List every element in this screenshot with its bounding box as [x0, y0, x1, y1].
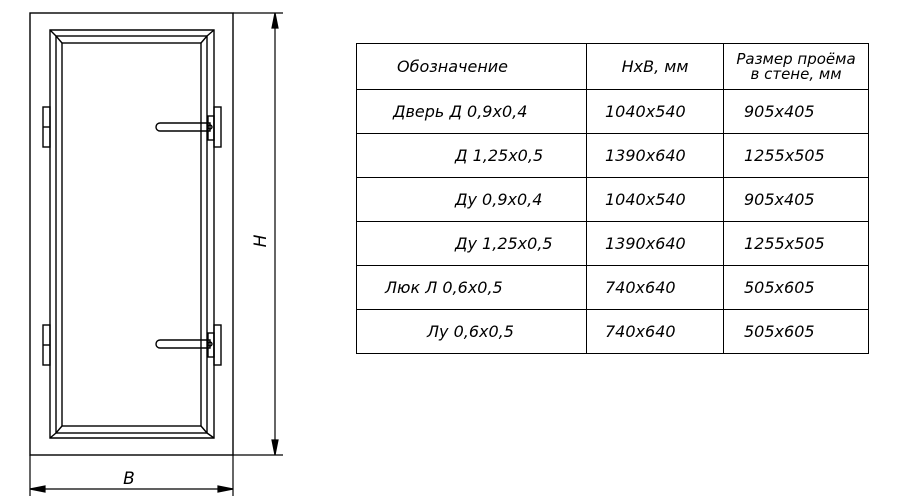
header-size: HxB, мм [586, 43, 724, 90]
door-leaf [55, 35, 208, 434]
header-opening: Размер проёма в стене, мм [723, 43, 869, 90]
cell-opening: 905x405 [723, 177, 869, 222]
cell-name: Д 1,25x0,5 [356, 133, 587, 178]
cell-size: 1390x640 [586, 133, 724, 178]
table-row: Д 1,25x0,5 1390x640 1255x505 [356, 133, 869, 178]
cell-name: Ду 1,25x0,5 [356, 221, 587, 266]
table-row: Ду 1,25x0,5 1390x640 1255x505 [356, 221, 869, 266]
cell-opening: 505x605 [723, 309, 869, 354]
table-row: Лу 0,6x0,5 740x640 505x605 [356, 309, 869, 354]
latch-plate-top [213, 106, 222, 148]
door-outer-frame [29, 12, 234, 456]
door-frame-bevel [49, 29, 215, 439]
cell-size: 1390x640 [586, 221, 724, 266]
handle-bottom [155, 339, 211, 349]
dim-height-label: H [251, 234, 271, 247]
handle-top [155, 122, 211, 132]
dim-width-label: B [123, 469, 135, 489]
cell-size: 740x640 [586, 265, 724, 310]
cell-name: Лу 0,6x0,5 [356, 309, 587, 354]
header-designation: Обозначение [356, 43, 587, 90]
cell-size: 740x640 [586, 309, 724, 354]
table-row: Ду 0,9x0,4 1040x540 905x405 [356, 177, 869, 222]
cell-name: Дверь Д 0,9x0,4 [356, 89, 587, 134]
header-opening-line2: в стене, мм [750, 64, 842, 83]
cell-name: Ду 0,9x0,4 [356, 177, 587, 222]
header-opening-line1: Размер проёма [736, 49, 856, 68]
cell-opening: 1255x505 [723, 133, 869, 178]
table-row: Люк Л 0,6x0,5 740x640 505x605 [356, 265, 869, 310]
cell-name: Люк Л 0,6x0,5 [356, 265, 587, 310]
table-header-row: Обозначение HxB, мм Размер проёма в стен… [356, 43, 869, 90]
latch-plate-bottom [213, 324, 222, 366]
door-spec-table: Обозначение HxB, мм Размер проёма в стен… [356, 43, 869, 354]
cell-opening: 905x405 [723, 89, 869, 134]
door-leaf-panel [61, 42, 202, 427]
table-row: Дверь Д 0,9x0,4 1040x540 905x405 [356, 89, 869, 134]
cell-size: 1040x540 [586, 89, 724, 134]
cell-opening: 505x605 [723, 265, 869, 310]
cell-size: 1040x540 [586, 177, 724, 222]
cell-opening: 1255x505 [723, 221, 869, 266]
